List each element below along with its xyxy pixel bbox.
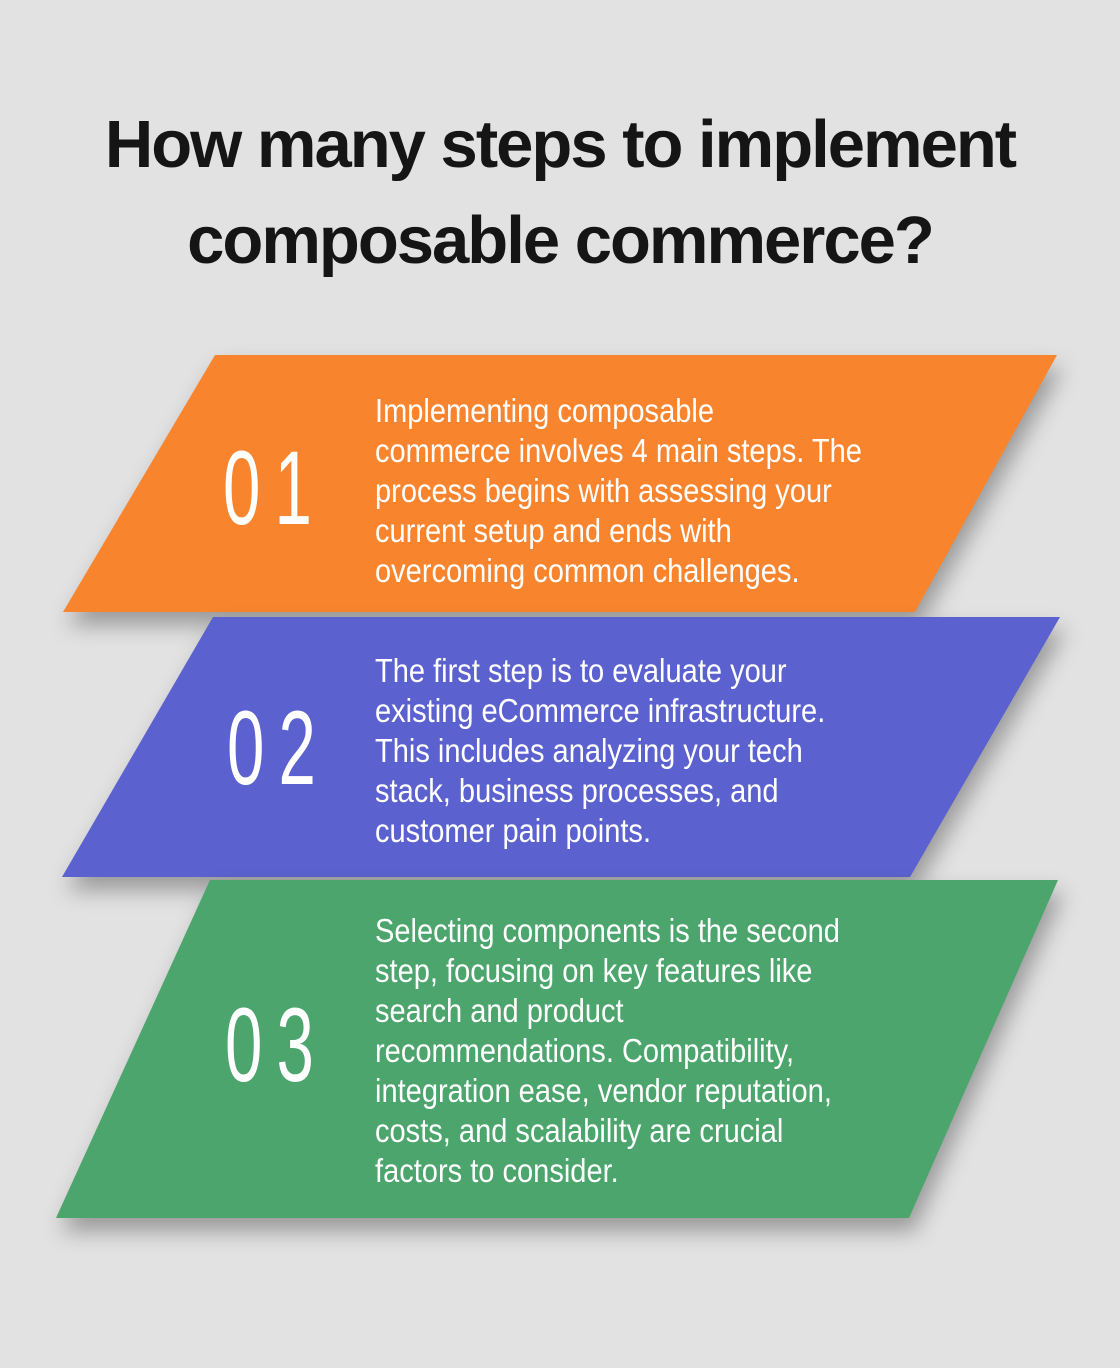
step-3-text-line-7: factors to consider. [375,1152,619,1189]
step-3-number: 03 [225,987,328,1104]
step-3-text-line-4: recommendations. Compatibility, [375,1032,795,1069]
step-1-text-line-5: overcoming common challenges. [375,552,800,589]
step-1-text-line-2: commerce involves 4 main steps. The [375,432,862,469]
step-3-description: Selecting components is the second step,… [375,911,840,1191]
step-3-text-line-6: costs, and scalability are crucial [375,1112,784,1149]
step-2-description: The first step is to evaluate your exist… [375,651,825,851]
step-3-text-line-3: search and product [375,992,624,1029]
step-3-text-line-2: step, focusing on key features like [375,952,813,989]
step-3-text-line-1: Selecting components is the second [375,912,840,949]
step-2-text-line-5: customer pain points. [375,812,652,849]
step-1-text-line-1: Implementing composable [375,392,714,429]
step-1-text-line-4: current setup and ends with [375,512,732,549]
step-3-text-line-5: integration ease, vendor reputation, [375,1072,832,1109]
step-1-number: 01 [223,430,326,547]
step-2-text-line-1: The first step is to evaluate your [375,652,787,689]
step-1-description: Implementing composable commerce involve… [375,391,862,591]
step-1-text-line-3: process begins with assessing your [375,472,832,509]
step-2-number: 02 [227,690,330,807]
page-title: How many steps to implement composable c… [0,97,1120,289]
step-2-text-line-2: existing eCommerce infrastructure. [375,692,826,729]
page-title-line-2: composable commerce? [187,203,935,278]
step-2-text-line-4: stack, business processes, and [375,772,779,809]
step-2-text-line-3: This includes analyzing your tech [375,732,803,769]
page-title-line-1: How many steps to implement [104,107,1017,182]
